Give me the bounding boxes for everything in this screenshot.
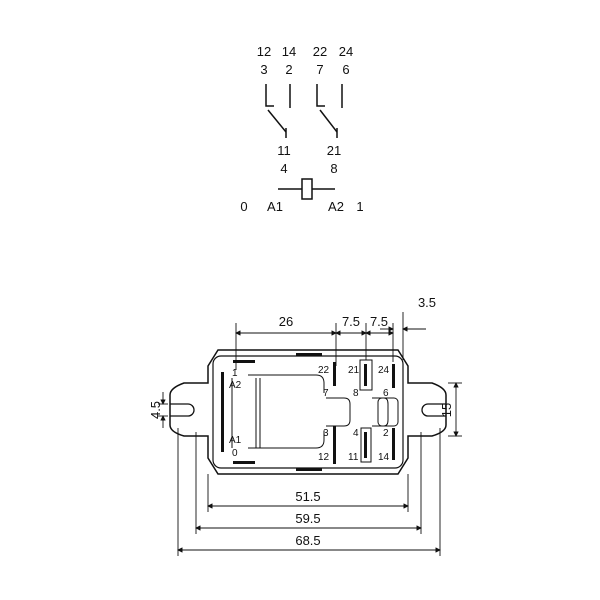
dim-68-5: 68.5 bbox=[295, 533, 320, 548]
pin-label-8: 8 bbox=[330, 161, 337, 176]
pin-label-24: 24 bbox=[339, 44, 353, 59]
fp-pin-24: 24 bbox=[378, 365, 390, 376]
changeover-contact-2 bbox=[316, 84, 343, 138]
dim-59-5: 59.5 bbox=[295, 511, 320, 526]
dimensions bbox=[158, 312, 462, 556]
top-bar bbox=[296, 353, 322, 356]
dim-4-5: 4.5 bbox=[148, 401, 163, 419]
pin-label-3: 3 bbox=[260, 62, 267, 77]
pin-label-7: 7 bbox=[316, 62, 323, 77]
socket-footprint: 1 A2 A1 0 22 7 3 12 21 8 4 11 24 6 2 14 bbox=[169, 349, 447, 475]
pin-label-22: 22 bbox=[313, 44, 327, 59]
fp-pin-12: 12 bbox=[318, 452, 330, 463]
right-mounting-slot bbox=[421, 403, 446, 417]
dim-15: 15 bbox=[439, 403, 454, 417]
pin-label-14: 14 bbox=[282, 44, 296, 59]
fp-pin-a2: A2 bbox=[229, 380, 242, 391]
fp-pin-8: 8 bbox=[353, 388, 359, 399]
fp-pin-2: 2 bbox=[383, 428, 389, 439]
dim-7-5-b: 7.5 bbox=[370, 314, 388, 329]
fp-pin-22: 22 bbox=[318, 365, 330, 376]
fp-pin-7: 7 bbox=[323, 388, 329, 399]
coil-label-1: 1 bbox=[356, 199, 363, 214]
inner-frame bbox=[212, 355, 404, 469]
fp-pin-11: 11 bbox=[348, 452, 359, 463]
pin-label-4: 4 bbox=[280, 161, 287, 176]
bottom-bar bbox=[296, 468, 322, 471]
pin-label-2: 2 bbox=[285, 62, 292, 77]
fp-pin-6: 6 bbox=[383, 388, 389, 399]
fp-pin-21: 21 bbox=[348, 365, 360, 376]
dim-3-5: 3.5 bbox=[418, 295, 436, 310]
fp-pin-0: 0 bbox=[232, 448, 238, 459]
coil-label-a1: A1 bbox=[267, 199, 283, 214]
dim-7-5-a: 7.5 bbox=[342, 314, 360, 329]
pin-label-11: 11 bbox=[277, 143, 291, 158]
fp-pin-4: 4 bbox=[353, 428, 359, 439]
socket-outline bbox=[169, 349, 447, 475]
fp-pin-3: 3 bbox=[323, 428, 329, 439]
dim-26: 26 bbox=[279, 314, 293, 329]
dim-51-5: 51.5 bbox=[295, 489, 320, 504]
pin-label-21: 21 bbox=[327, 143, 341, 158]
fp-pin-1: 1 bbox=[232, 368, 238, 379]
left-mounting-slot bbox=[170, 403, 195, 417]
pin-label-6: 6 bbox=[342, 62, 349, 77]
contact-schematic: 12 3 14 2 22 7 24 6 11 4 21 8 bbox=[240, 44, 363, 214]
dimension-labels: 26 7.5 7.5 3.5 4.5 15 51.5 59.5 68.5 bbox=[148, 295, 454, 548]
fp-pin-a1: A1 bbox=[229, 435, 242, 446]
coil-symbol bbox=[278, 178, 335, 200]
coil-label-0: 0 bbox=[240, 199, 247, 214]
fp-pin-14: 14 bbox=[378, 452, 390, 463]
coil-label-a2: A2 bbox=[328, 199, 344, 214]
changeover-contact-1 bbox=[265, 84, 291, 138]
pin-label-12: 12 bbox=[257, 44, 271, 59]
